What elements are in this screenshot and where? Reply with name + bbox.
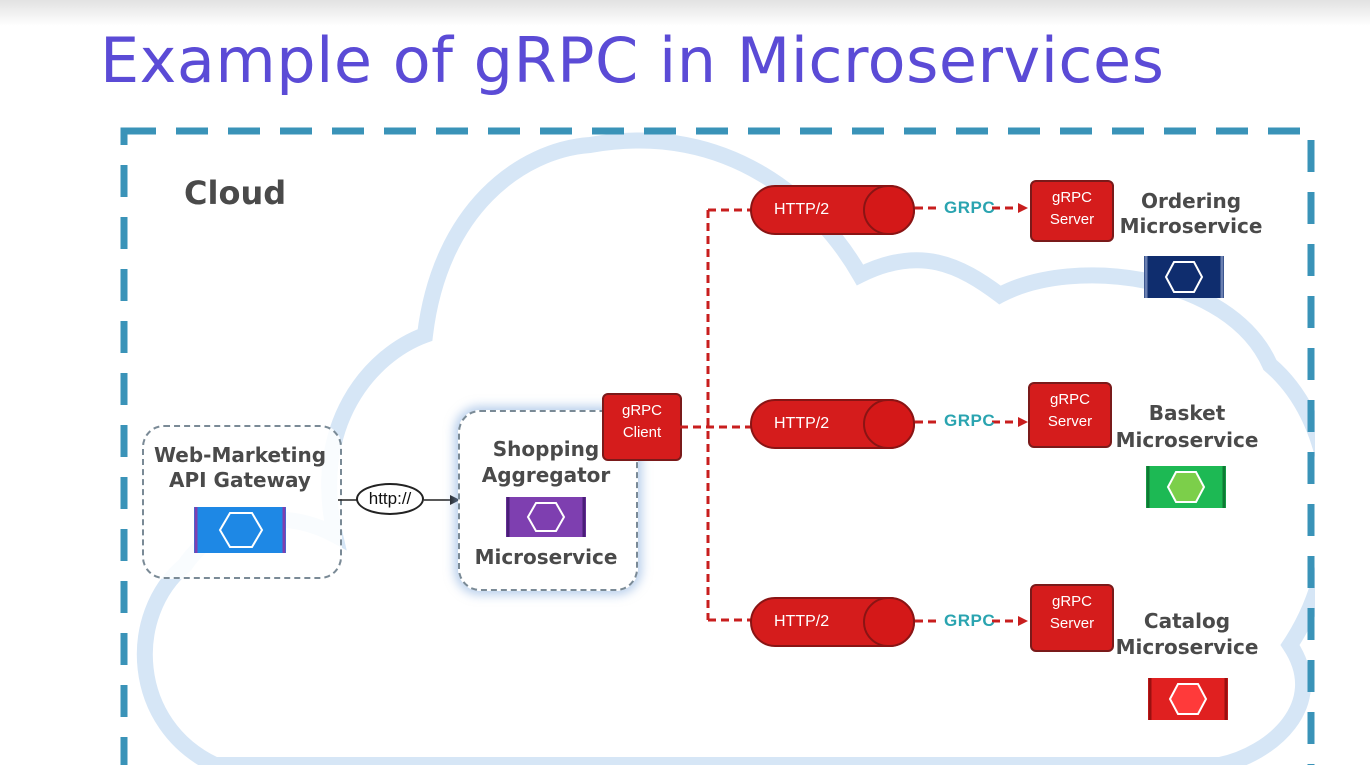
grpc-server-badge-basket: gRPC Server	[1028, 382, 1112, 448]
http2-label-catalog: HTTP/2	[774, 613, 830, 630]
grpc-server-badge-ordering: gRPC Server	[1030, 180, 1114, 242]
gateway-label-line2: API Gateway	[169, 468, 311, 492]
http2-channel-basket: HTTP/2	[750, 399, 915, 449]
slide-title: Example of gRPC in Microservices	[100, 24, 1165, 97]
gateway-label-line1: Web-Marketing	[153, 443, 327, 467]
grpc-client-badge: gRPC Client	[602, 393, 682, 461]
pill-end-cap	[863, 399, 915, 449]
aggregator-label-line1: Shopping	[492, 437, 600, 461]
grpc-server-catalog-line1: gRPC	[1051, 593, 1092, 610]
http-protocol-label: http://	[356, 483, 424, 515]
http2-channel-catalog: HTTP/2	[750, 597, 915, 647]
grpc-server-badge-catalog: gRPC Server	[1030, 584, 1114, 652]
grpc-protocol-tag-catalog: GRPC	[944, 611, 996, 630]
frame-dashed-border	[120, 127, 1315, 765]
grpc-client-line2: Client	[622, 424, 662, 441]
basket-hexagon-icon	[1146, 466, 1226, 508]
http2-channel-ordering: HTTP/2	[750, 185, 915, 235]
catalog-label-line1: Catalog	[1143, 609, 1231, 633]
grpc-protocol-tag-ordering: GRPC	[944, 198, 996, 217]
cloud-label: Cloud	[184, 174, 287, 212]
ordering-label-line2: Microservice	[1119, 214, 1263, 238]
grpc-protocol-tag-basket: GRPC	[944, 411, 996, 430]
grpc-server-basket-line2: Server	[1047, 413, 1093, 430]
ordering-label-line1: Ordering	[1140, 189, 1242, 213]
pill-end-cap	[863, 597, 915, 647]
http2-label-basket: HTTP/2	[774, 415, 830, 432]
aggregator-label-line2: Aggregator	[481, 463, 611, 487]
grpc-server-ordering-line2: Server	[1049, 211, 1095, 228]
gateway-box	[142, 425, 342, 579]
basket-label-line2: Microservice	[1115, 428, 1259, 452]
pill-end-cap	[863, 185, 915, 235]
catalog-label-line2: Microservice	[1115, 635, 1259, 659]
basket-label-line1: Basket	[1148, 401, 1226, 425]
http-link-arrow	[338, 495, 460, 505]
http2-label-ordering: HTTP/2	[774, 201, 830, 218]
grpc-server-ordering-line1: gRPC	[1051, 189, 1092, 206]
aggregator-label-line3: Microservice	[474, 545, 618, 569]
catalog-hexagon-icon	[1148, 678, 1228, 720]
window-top-bar	[0, 0, 1370, 26]
grpc-server-catalog-line2: Server	[1049, 615, 1095, 632]
aggregator-hexagon-icon	[506, 497, 586, 537]
grpc-server-basket-line1: gRPC	[1049, 391, 1090, 408]
grpc-connectors	[680, 203, 1028, 626]
ordering-hexagon-icon	[1144, 256, 1224, 298]
grpc-client-line1: gRPC	[621, 402, 662, 419]
gateway-hexagon-icon	[194, 507, 286, 553]
